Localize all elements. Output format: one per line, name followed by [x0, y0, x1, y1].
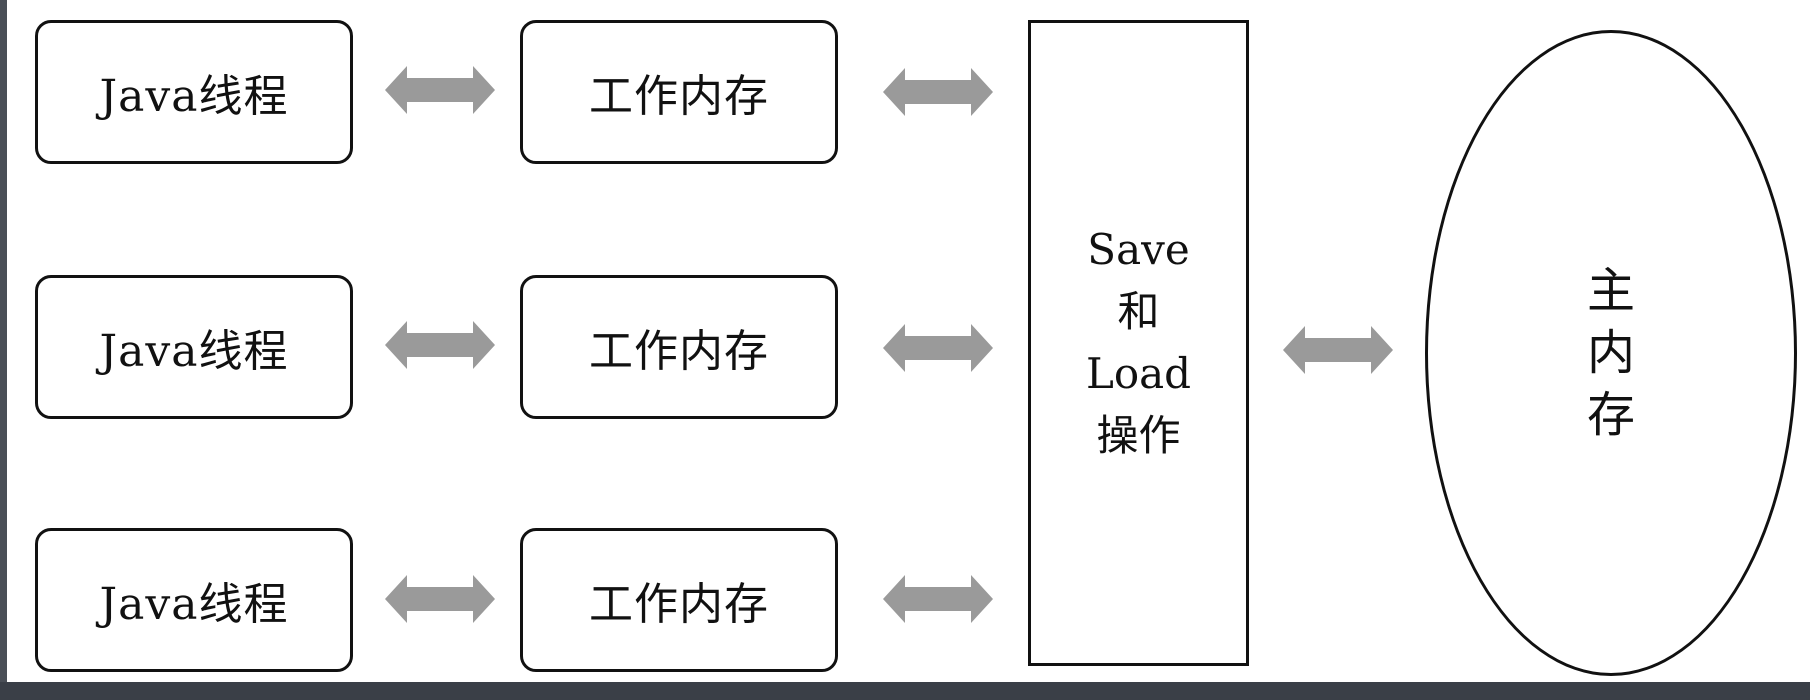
working-memory-box: 工作内存	[520, 528, 838, 672]
arrow-shape	[385, 321, 495, 369]
java-thread-box: Java线程	[35, 275, 353, 419]
double-arrow-icon	[385, 321, 495, 369]
double-arrow-icon	[883, 324, 993, 372]
working-memory-label: 工作内存	[589, 71, 769, 122]
main-memory-line: 内	[1586, 325, 1635, 381]
save-load-operation-box: Save 和 Load 操作	[1028, 20, 1249, 666]
double-arrow-icon	[883, 575, 993, 623]
java-thread-label: Java线程	[99, 326, 289, 377]
java-thread-box: Java线程	[35, 528, 353, 672]
save-load-line: Load	[1085, 349, 1192, 398]
main-memory-ellipse: 主 内 存	[1425, 30, 1797, 676]
double-arrow-icon	[1283, 326, 1393, 374]
arrow-shape	[883, 68, 993, 116]
double-arrow-icon	[385, 575, 495, 623]
java-thread-label: Java线程	[99, 71, 289, 122]
window-frame-left	[0, 0, 7, 700]
java-thread-box: Java线程	[35, 20, 353, 164]
working-memory-box: 工作内存	[520, 275, 838, 419]
main-memory-line: 存	[1586, 387, 1635, 443]
save-load-line: Save	[1087, 225, 1190, 274]
arrow-shape	[883, 575, 993, 623]
main-memory-line: 主	[1586, 263, 1635, 319]
working-memory-label: 工作内存	[589, 326, 769, 377]
double-arrow-icon	[385, 66, 495, 114]
working-memory-box: 工作内存	[520, 20, 838, 164]
window-frame-bottom	[0, 682, 1810, 700]
arrow-shape	[385, 575, 495, 623]
arrow-shape	[883, 324, 993, 372]
arrow-shape	[1283, 326, 1393, 374]
double-arrow-icon	[883, 68, 993, 116]
working-memory-label: 工作内存	[589, 579, 769, 630]
arrow-shape	[385, 66, 495, 114]
save-load-line: 操作	[1096, 411, 1181, 460]
java-thread-label: Java线程	[99, 579, 289, 630]
save-load-line: 和	[1117, 287, 1160, 336]
